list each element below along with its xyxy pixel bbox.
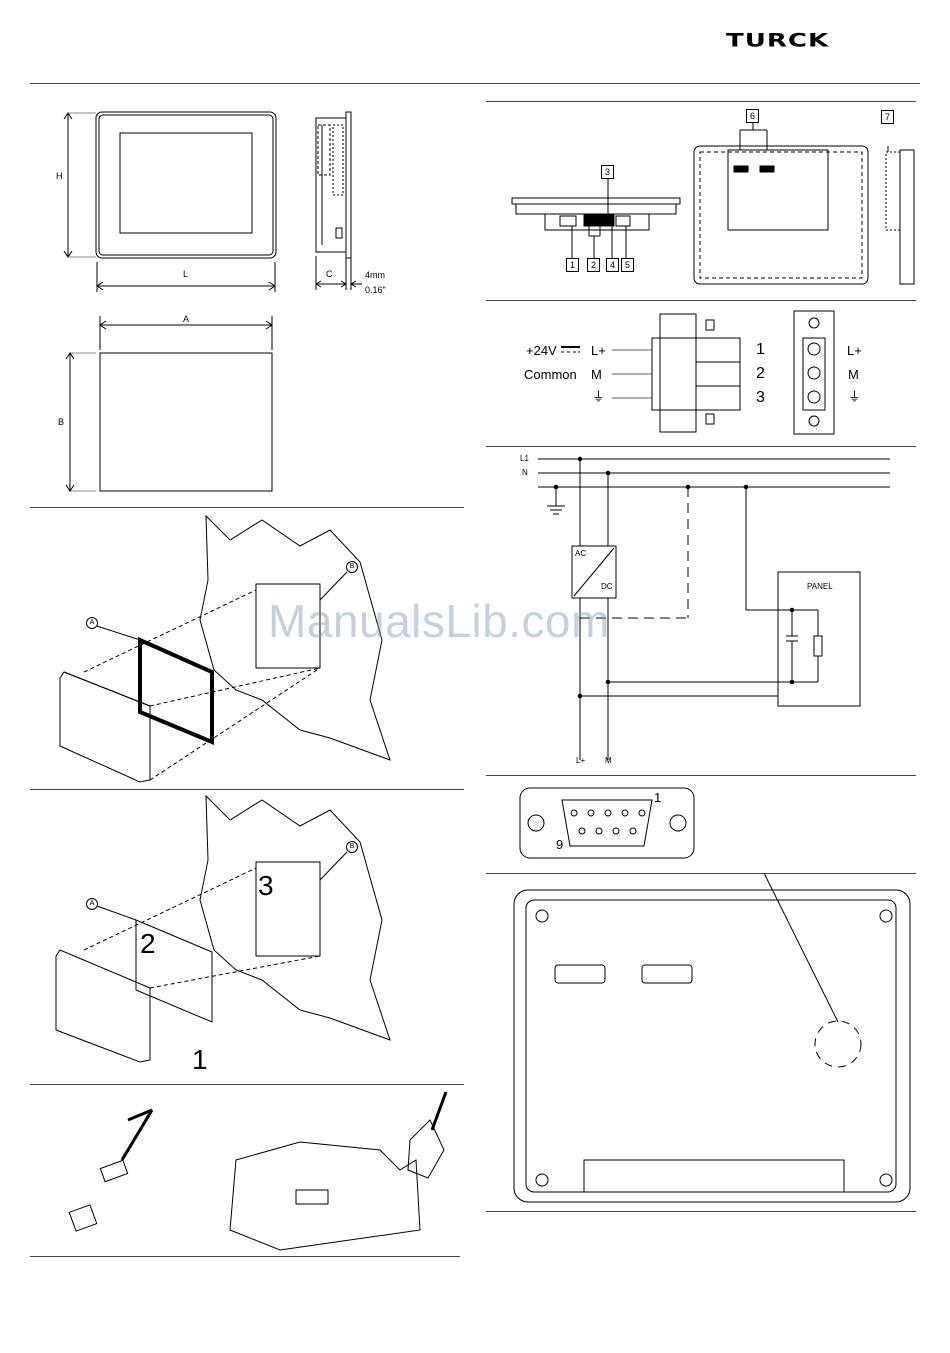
supply-label: +24V [526, 344, 557, 357]
install2-label-b: B [346, 841, 358, 853]
install-diagram-2-drawing [56, 796, 390, 1062]
side-view-drawing [316, 112, 362, 290]
dsub-connector-drawing [520, 788, 694, 858]
dsub-pin-first: 1 [654, 791, 661, 804]
callout-2: 2 [587, 258, 600, 272]
pin3-signal-left: ⏚ [592, 390, 605, 403]
callout-7: 7 [881, 110, 894, 124]
callout-1: 1 [566, 258, 579, 272]
pin1-signal-right: L+ [847, 344, 862, 357]
install1-label-a: A [86, 617, 98, 629]
front-view-drawing [64, 112, 276, 292]
rear-view-small-drawing [694, 122, 868, 284]
side-view-small-drawing [886, 146, 914, 284]
pin1-number: 1 [756, 342, 765, 358]
dim-cutout-height: B [58, 418, 64, 427]
wiring-out-minus: M [605, 757, 612, 765]
watermark-text: ManualsLib.com [268, 594, 610, 648]
callout-4: 4 [606, 258, 619, 272]
dsub-pin-last: 9 [556, 838, 563, 851]
dim-bezel-in: 0.16" [365, 286, 386, 295]
wiring-dc: DC [601, 583, 613, 591]
power-connector-drawing [561, 311, 834, 434]
bottom-view-drawing [512, 178, 680, 258]
pin2-signal-right: M [848, 368, 859, 381]
install-diagram-1-drawing [60, 516, 390, 782]
callout-5: 5 [621, 258, 634, 272]
common-label: Common [524, 368, 577, 381]
callout-6: 6 [746, 109, 759, 123]
pin2-number: 2 [756, 366, 765, 382]
pin3-signal-right: ⏚ [848, 390, 861, 403]
rear-panel-drawing [514, 873, 910, 1202]
wiring-out-plus: L+ [576, 757, 585, 765]
callout-3: 3 [601, 165, 614, 179]
dim-cutout-width: A [183, 315, 189, 324]
wiring-l1: L1 [520, 455, 529, 463]
pin1-signal-left: L+ [591, 344, 606, 357]
mounting-clip-drawing [69, 1092, 446, 1250]
install-step-3: 3 [258, 872, 274, 900]
wiring-n: N [522, 469, 528, 477]
install-step-1: 1 [192, 1046, 208, 1074]
wiring-panel: PANEL [807, 583, 833, 591]
install2-label-a: A [86, 898, 98, 910]
pin2-signal-left: M [591, 368, 602, 381]
dim-length-label: L [183, 270, 188, 279]
dim-bezel-mm: 4mm [365, 271, 385, 280]
wiring-ac: AC [575, 550, 586, 558]
dim-depth-label: C [326, 270, 333, 279]
dim-height-label: H [56, 172, 63, 181]
install-step-2: 2 [140, 930, 156, 958]
install1-label-b: B [346, 561, 358, 573]
pin3-number: 3 [756, 390, 765, 406]
cutout-drawing [66, 316, 272, 491]
